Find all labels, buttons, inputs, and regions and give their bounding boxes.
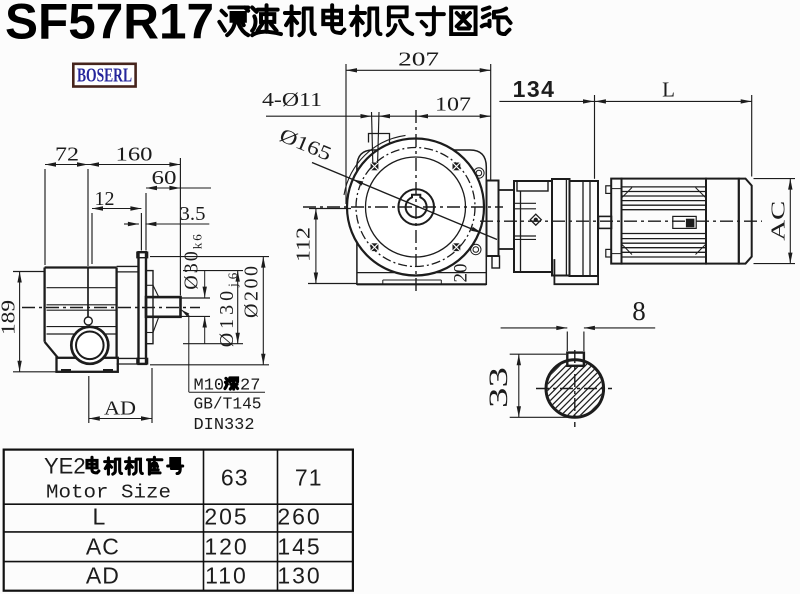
svg-text:207: 207 xyxy=(398,49,439,71)
svg-text:107: 107 xyxy=(435,94,471,116)
svg-text:GB/T145: GB/T145 xyxy=(194,396,262,415)
svg-text:145: 145 xyxy=(277,534,321,560)
svg-text:Ø200: Ø200 xyxy=(241,266,263,318)
svg-text:AC: AC xyxy=(768,201,790,241)
svg-text:M10: M10 xyxy=(194,377,225,396)
svg-text:SF57R17: SF57R17 xyxy=(5,0,214,50)
svg-text:160: 160 xyxy=(116,144,153,166)
svg-text:134: 134 xyxy=(513,76,556,102)
svg-text:72: 72 xyxy=(55,144,79,166)
svg-text:112: 112 xyxy=(293,227,315,262)
svg-text:130: 130 xyxy=(277,563,321,589)
svg-text:L: L xyxy=(93,504,107,530)
svg-text:20: 20 xyxy=(451,264,472,283)
svg-text:L: L xyxy=(662,78,675,102)
svg-text:Motor Size: Motor Size xyxy=(46,482,171,504)
svg-text:12: 12 xyxy=(95,188,115,210)
svg-text:DIN332: DIN332 xyxy=(194,416,255,435)
svg-text:BOSERL: BOSERL xyxy=(77,65,132,87)
svg-text:189: 189 xyxy=(0,300,20,335)
svg-text:60: 60 xyxy=(152,167,177,189)
svg-text:3.5: 3.5 xyxy=(180,203,206,225)
svg-text:YE2: YE2 xyxy=(44,454,86,479)
svg-text:120: 120 xyxy=(204,534,248,560)
svg-text:Ø130j6: Ø130j6 xyxy=(216,269,240,348)
svg-text:260: 260 xyxy=(277,504,321,530)
svg-text:Ø165: Ø165 xyxy=(276,124,334,165)
svg-text:AD: AD xyxy=(104,398,136,420)
svg-text:71: 71 xyxy=(295,465,323,491)
svg-text:AD: AD xyxy=(86,563,120,589)
svg-text:110: 110 xyxy=(205,563,248,589)
svg-text:AC: AC xyxy=(86,534,120,560)
svg-text:205: 205 xyxy=(204,504,248,530)
svg-text:Ø30k6: Ø30k6 xyxy=(181,232,205,289)
svg-text:4-Ø11: 4-Ø11 xyxy=(262,89,322,111)
svg-text:33: 33 xyxy=(484,367,513,408)
svg-text:8: 8 xyxy=(632,296,646,326)
svg-text:63: 63 xyxy=(221,465,249,491)
svg-text:27: 27 xyxy=(240,377,260,396)
